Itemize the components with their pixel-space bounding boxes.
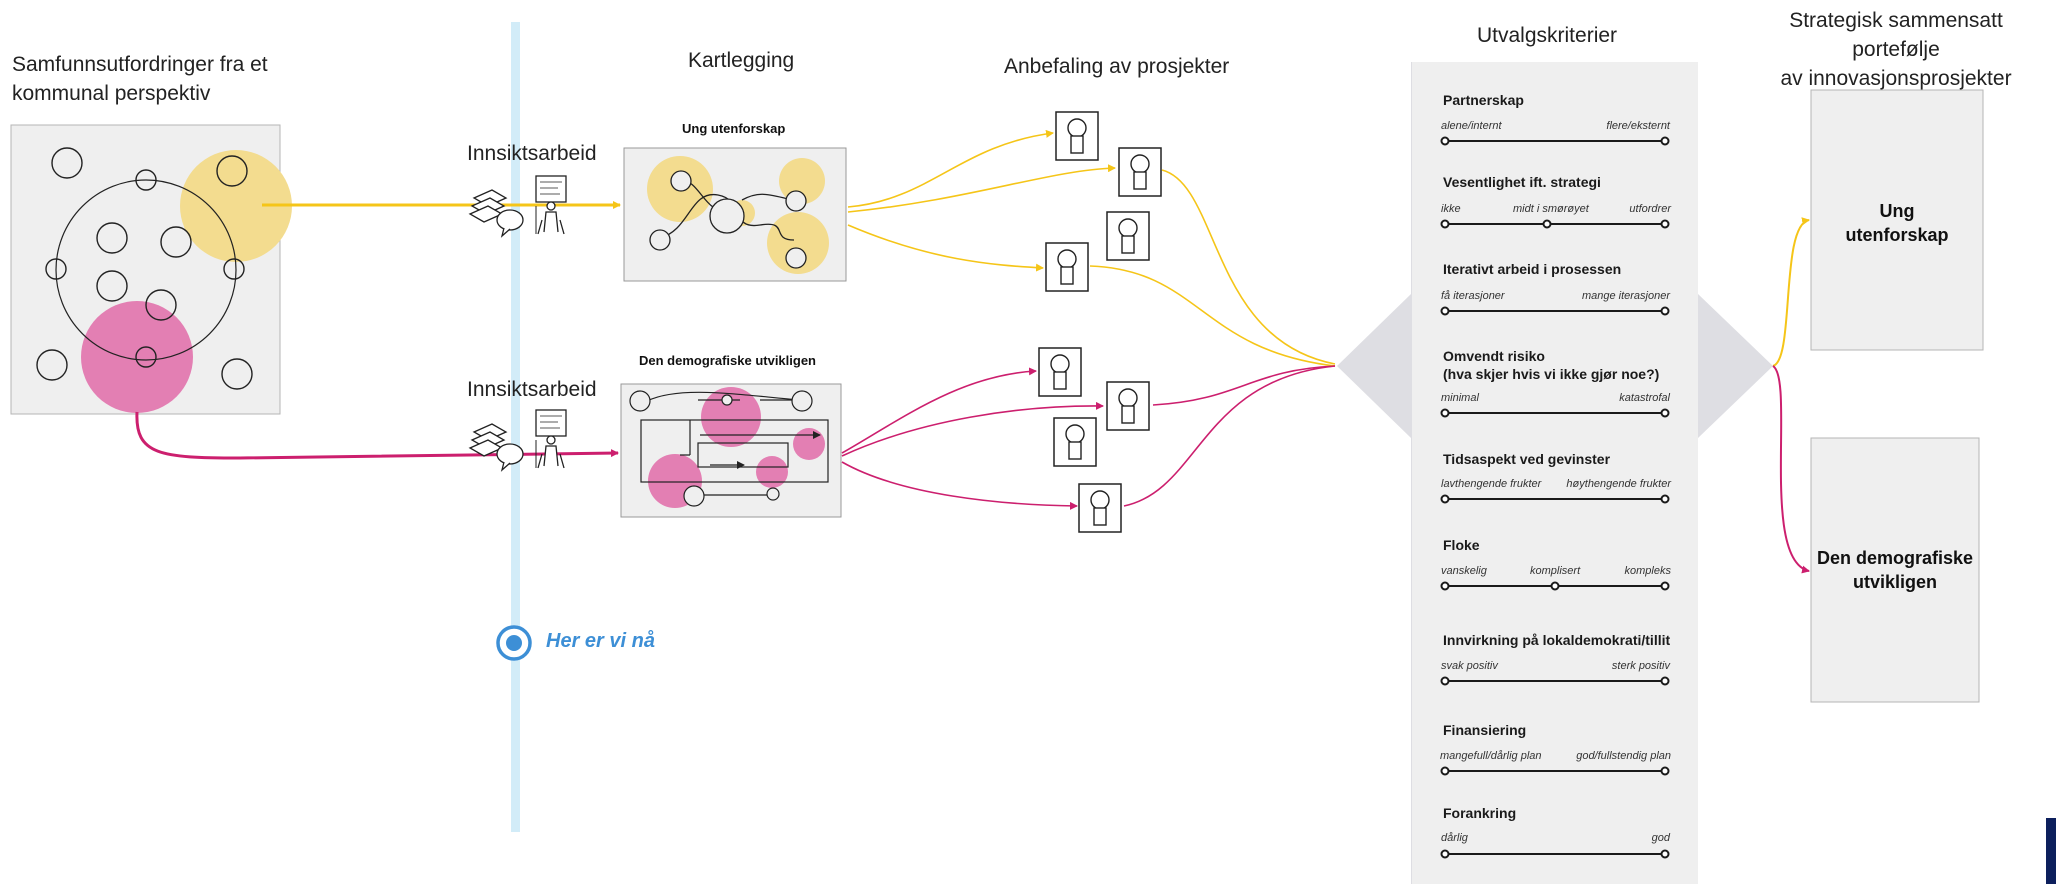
heading-mapping: Kartlegging [688,49,795,72]
criterion-label-high: flere/eksternt [1606,120,1670,132]
criterion-label-low: få iterasjoner [1441,290,1505,302]
criterion-label-low: mangefull/dårlig plan [1440,750,1542,762]
criterion-label-high: kompleks [1624,565,1671,577]
criterion-title: Vesentlighet ift. strategi [1443,174,1601,190]
criterion-title: Iterativt arbeid i prosessen [1443,261,1622,277]
criterion-title: Partnerskap [1443,92,1524,108]
heading-recommendation: Anbefaling av prosjekter [1004,55,1230,78]
heading-criteria: Utvalgskriterier [1477,24,1618,47]
here-marker-label: Her er vi nå [546,630,655,652]
insight-label-top: Innsiktsarbeid [467,142,597,165]
criterion-label-low: minimal [1441,392,1479,404]
map-title-top: Ung utenforskap [682,121,786,136]
criterion-label-low: svak positiv [1441,660,1498,672]
criterion-label-mid: komplisert [1530,565,1581,577]
criterion-label-low: vanskelig [1441,565,1487,577]
insight-label-bottom: Innsiktsarbeid [467,378,597,401]
criterion-title: Forankring [1443,805,1517,821]
criterion-title: Floke [1443,537,1480,553]
criterion-label-low: ikke [1441,203,1461,215]
criterion-label-high: høythengende frukter [1566,478,1671,490]
criterion-label-high: god/fullstendig plan [1576,750,1671,762]
criterion-label-low: dårlig [1441,832,1468,844]
criterion-label-high: katastrofal [1619,392,1670,404]
portfolio-item-2: Den demografiske utvikligen [1816,548,1974,592]
criterion-label-mid: midt i smørøyet [1513,203,1589,215]
portfolio-item-1: Ung utenforskap [1845,201,1949,245]
heading-portfolio: Strategisk sammensatt portefølje av inno… [1780,9,2012,90]
criterion-label-high: utfordrer [1629,203,1671,215]
heading-challenges: Samfunnsutfordringer fra et kommunal per… [12,53,268,105]
criterion-label-high: sterk positiv [1611,660,1670,672]
criterion-title: Innvirkning på lokaldemokrati/tillit [1443,632,1671,648]
criterion-title: Tidsaspekt ved gevinster [1443,451,1611,467]
map-title-bottom: Den demografiske utvikligen [639,353,816,368]
criterion-label-high: mange iterasjoner [1581,290,1670,302]
criterion-label-low: lavthengende frukter [1441,478,1542,490]
criterion-subtitle: (hva skjer hvis vi ikke gjør noe?) [1443,366,1660,382]
criterion-title: Finansiering [1443,722,1527,738]
criterion-title: Omvendt risiko [1443,348,1545,364]
criterion-label-high: god [1651,832,1670,844]
criterion-label-low: alene/internt [1441,120,1502,132]
